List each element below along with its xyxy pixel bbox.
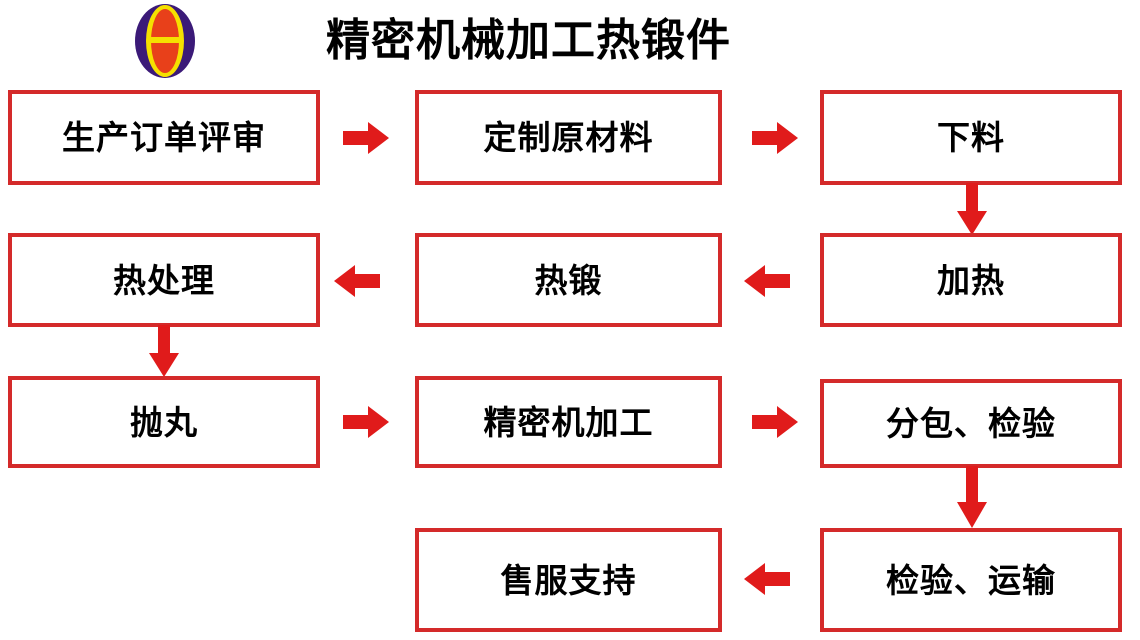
process-node-n4[interactable]: 热处理 — [8, 233, 320, 327]
page-title: 精密机械加工热锻件 — [326, 15, 731, 66]
process-node-label: 下料 — [937, 118, 1005, 157]
process-node-n3[interactable]: 下料 — [820, 90, 1122, 185]
arrow-right-n7-n8 — [343, 404, 389, 440]
process-node-n11[interactable]: 检验、运输 — [820, 528, 1122, 632]
process-node-n10[interactable]: 售服支持 — [415, 528, 722, 632]
arrow-down-n4-n7 — [148, 325, 180, 377]
company-logo-icon — [127, 2, 203, 80]
process-node-n7[interactable]: 抛丸 — [8, 376, 320, 468]
arrow-down-n9-n11 — [956, 466, 988, 528]
arrow-left-n11-n10 — [744, 561, 790, 597]
process-node-n1[interactable]: 生产订单评审 — [8, 90, 320, 185]
process-node-label: 热处理 — [113, 260, 215, 300]
arrow-right-n2-n3 — [752, 120, 798, 156]
process-node-label: 精密机加工 — [483, 402, 654, 442]
process-node-label: 售服支持 — [500, 560, 637, 600]
process-node-label: 加热 — [937, 260, 1005, 300]
arrow-left-n5-n4 — [334, 263, 380, 299]
process-node-label: 抛丸 — [130, 402, 198, 442]
process-node-label: 热锻 — [534, 260, 603, 300]
process-node-label: 检验、运输 — [886, 560, 1056, 600]
arrow-right-n1-n2 — [343, 120, 389, 156]
process-node-n8[interactable]: 精密机加工 — [415, 376, 722, 468]
arrow-left-n6-n5 — [744, 263, 790, 299]
process-node-label: 定制原材料 — [483, 118, 654, 157]
process-node-label: 分包、检验 — [886, 404, 1056, 443]
process-node-n6[interactable]: 加热 — [820, 233, 1122, 327]
process-node-n5[interactable]: 热锻 — [415, 233, 722, 327]
arrow-right-n8-n9 — [752, 404, 798, 440]
process-node-n2[interactable]: 定制原材料 — [415, 90, 722, 185]
process-node-label: 生产订单评审 — [62, 118, 266, 157]
process-node-n9[interactable]: 分包、检验 — [820, 379, 1122, 468]
arrow-down-n3-n6 — [956, 183, 988, 235]
